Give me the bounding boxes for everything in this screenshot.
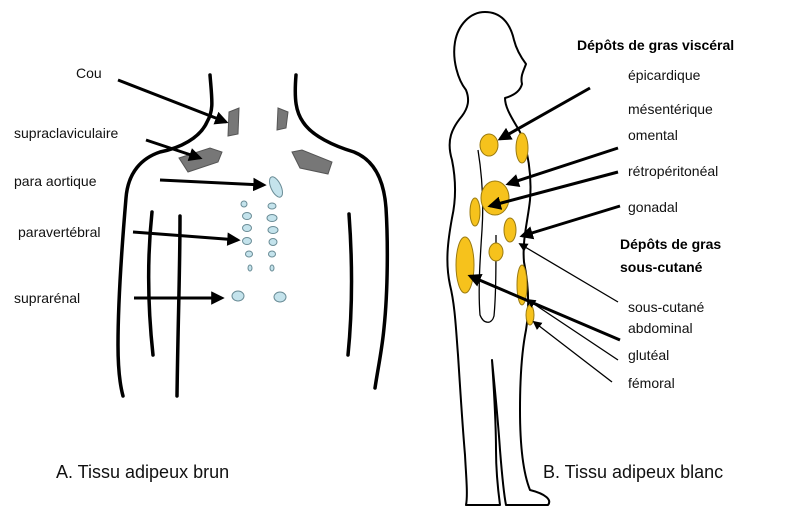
heading-visceral: Dépôts de gras viscéral [577, 37, 734, 53]
paravertebral-node [243, 213, 252, 220]
suprarenal-fat-right [274, 292, 286, 302]
paravertebral-node [270, 265, 274, 271]
label-neck: Cou [76, 65, 102, 81]
paravertebral-node [269, 239, 277, 246]
paravertebral-node [246, 251, 253, 257]
suprarenal-fat-left [232, 291, 244, 301]
para-aortic-fat [267, 175, 285, 199]
epicardial-fat [480, 134, 498, 156]
paravertebral-node [269, 251, 276, 257]
gonadal-fat-lower [489, 243, 503, 261]
paravertebral-node [248, 265, 252, 271]
subcutaneous-abdominal-fat [456, 237, 474, 293]
label-femoral: fémoral [628, 375, 675, 391]
label-gluteal: glutéal [628, 347, 669, 363]
label-subcutaneous-abdominal-1: sous-cutané [628, 299, 704, 315]
back-torso-outline [118, 75, 387, 396]
label-gonadal: gonadal [628, 199, 678, 215]
paravertebral-depots [232, 175, 286, 302]
omental-fat [470, 198, 480, 226]
label-omental: omental [628, 127, 678, 143]
neck-fat-right [277, 108, 288, 130]
neck-fat [228, 108, 239, 136]
label-para-aortic: para aortique [14, 173, 97, 189]
heading-subcutaneous-2: sous-cutané [620, 259, 703, 275]
heading-subcutaneous-1: Dépôts de gras [620, 236, 721, 252]
paravertebral-node [267, 215, 277, 222]
label-epicardial: épicardique [628, 67, 701, 83]
brown-fat-depots [179, 108, 332, 174]
label-paravertebral: paravertébral [18, 224, 101, 240]
label-suprarenal: suprarénal [14, 290, 80, 306]
mesenteric-fat [516, 133, 528, 163]
paravertebral-node [241, 201, 247, 207]
gonadal-fat [504, 218, 516, 242]
caption-brown-adipose: A. Tissu adipeux brun [56, 462, 229, 482]
paravertebral-node [268, 203, 276, 209]
retroperitoneal-fat [481, 181, 509, 215]
label-mesenteric: mésentérique [628, 101, 713, 117]
paravertebral-node [268, 227, 278, 234]
paravertebral-node [243, 238, 252, 245]
supraclavicular-fat-right [292, 150, 332, 174]
panel-a-arrows [118, 80, 264, 298]
label-supraclavicular: supraclaviculaire [14, 125, 118, 141]
label-retroperitoneal: rétropéritonéal [628, 163, 718, 179]
caption-white-adipose: B. Tissu adipeux blanc [543, 462, 723, 482]
label-subcutaneous-abdominal-2: abdominal [628, 320, 693, 336]
femoral-fat [526, 305, 534, 325]
paravertebral-node [243, 225, 252, 232]
